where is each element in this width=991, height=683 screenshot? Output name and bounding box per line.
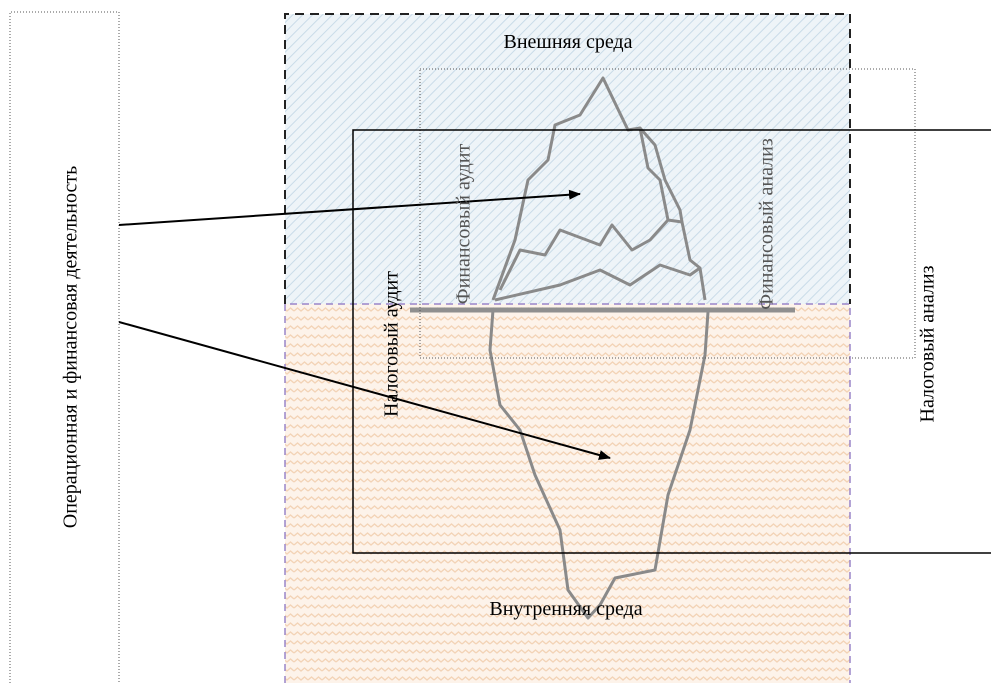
internal-environment-border: [284, 303, 851, 683]
external-environment-border: [284, 13, 851, 304]
internal-environment-label: Внутренняя среда: [489, 598, 642, 620]
left-box-label: Операционная и финансовая деятельность: [60, 166, 82, 528]
external-environment-label: Внешняя среда: [504, 31, 633, 53]
tax-audit-label: Налоговый аудит: [381, 271, 403, 417]
external-environment-area: [285, 14, 850, 304]
financial-box: [419, 68, 916, 359]
internal-environment-area: [285, 304, 850, 683]
financial-audit-label: Финансовый аудит: [453, 144, 475, 305]
arrow-to-internal: [118, 321, 611, 460]
financial-analysis-label: Финансовый анализ: [756, 138, 778, 310]
arrow-to-external: [118, 189, 581, 226]
tax-bracket: [352, 129, 991, 554]
tax-analysis-label: Налоговый анализ: [917, 265, 939, 422]
iceberg-icon: [488, 76, 710, 620]
